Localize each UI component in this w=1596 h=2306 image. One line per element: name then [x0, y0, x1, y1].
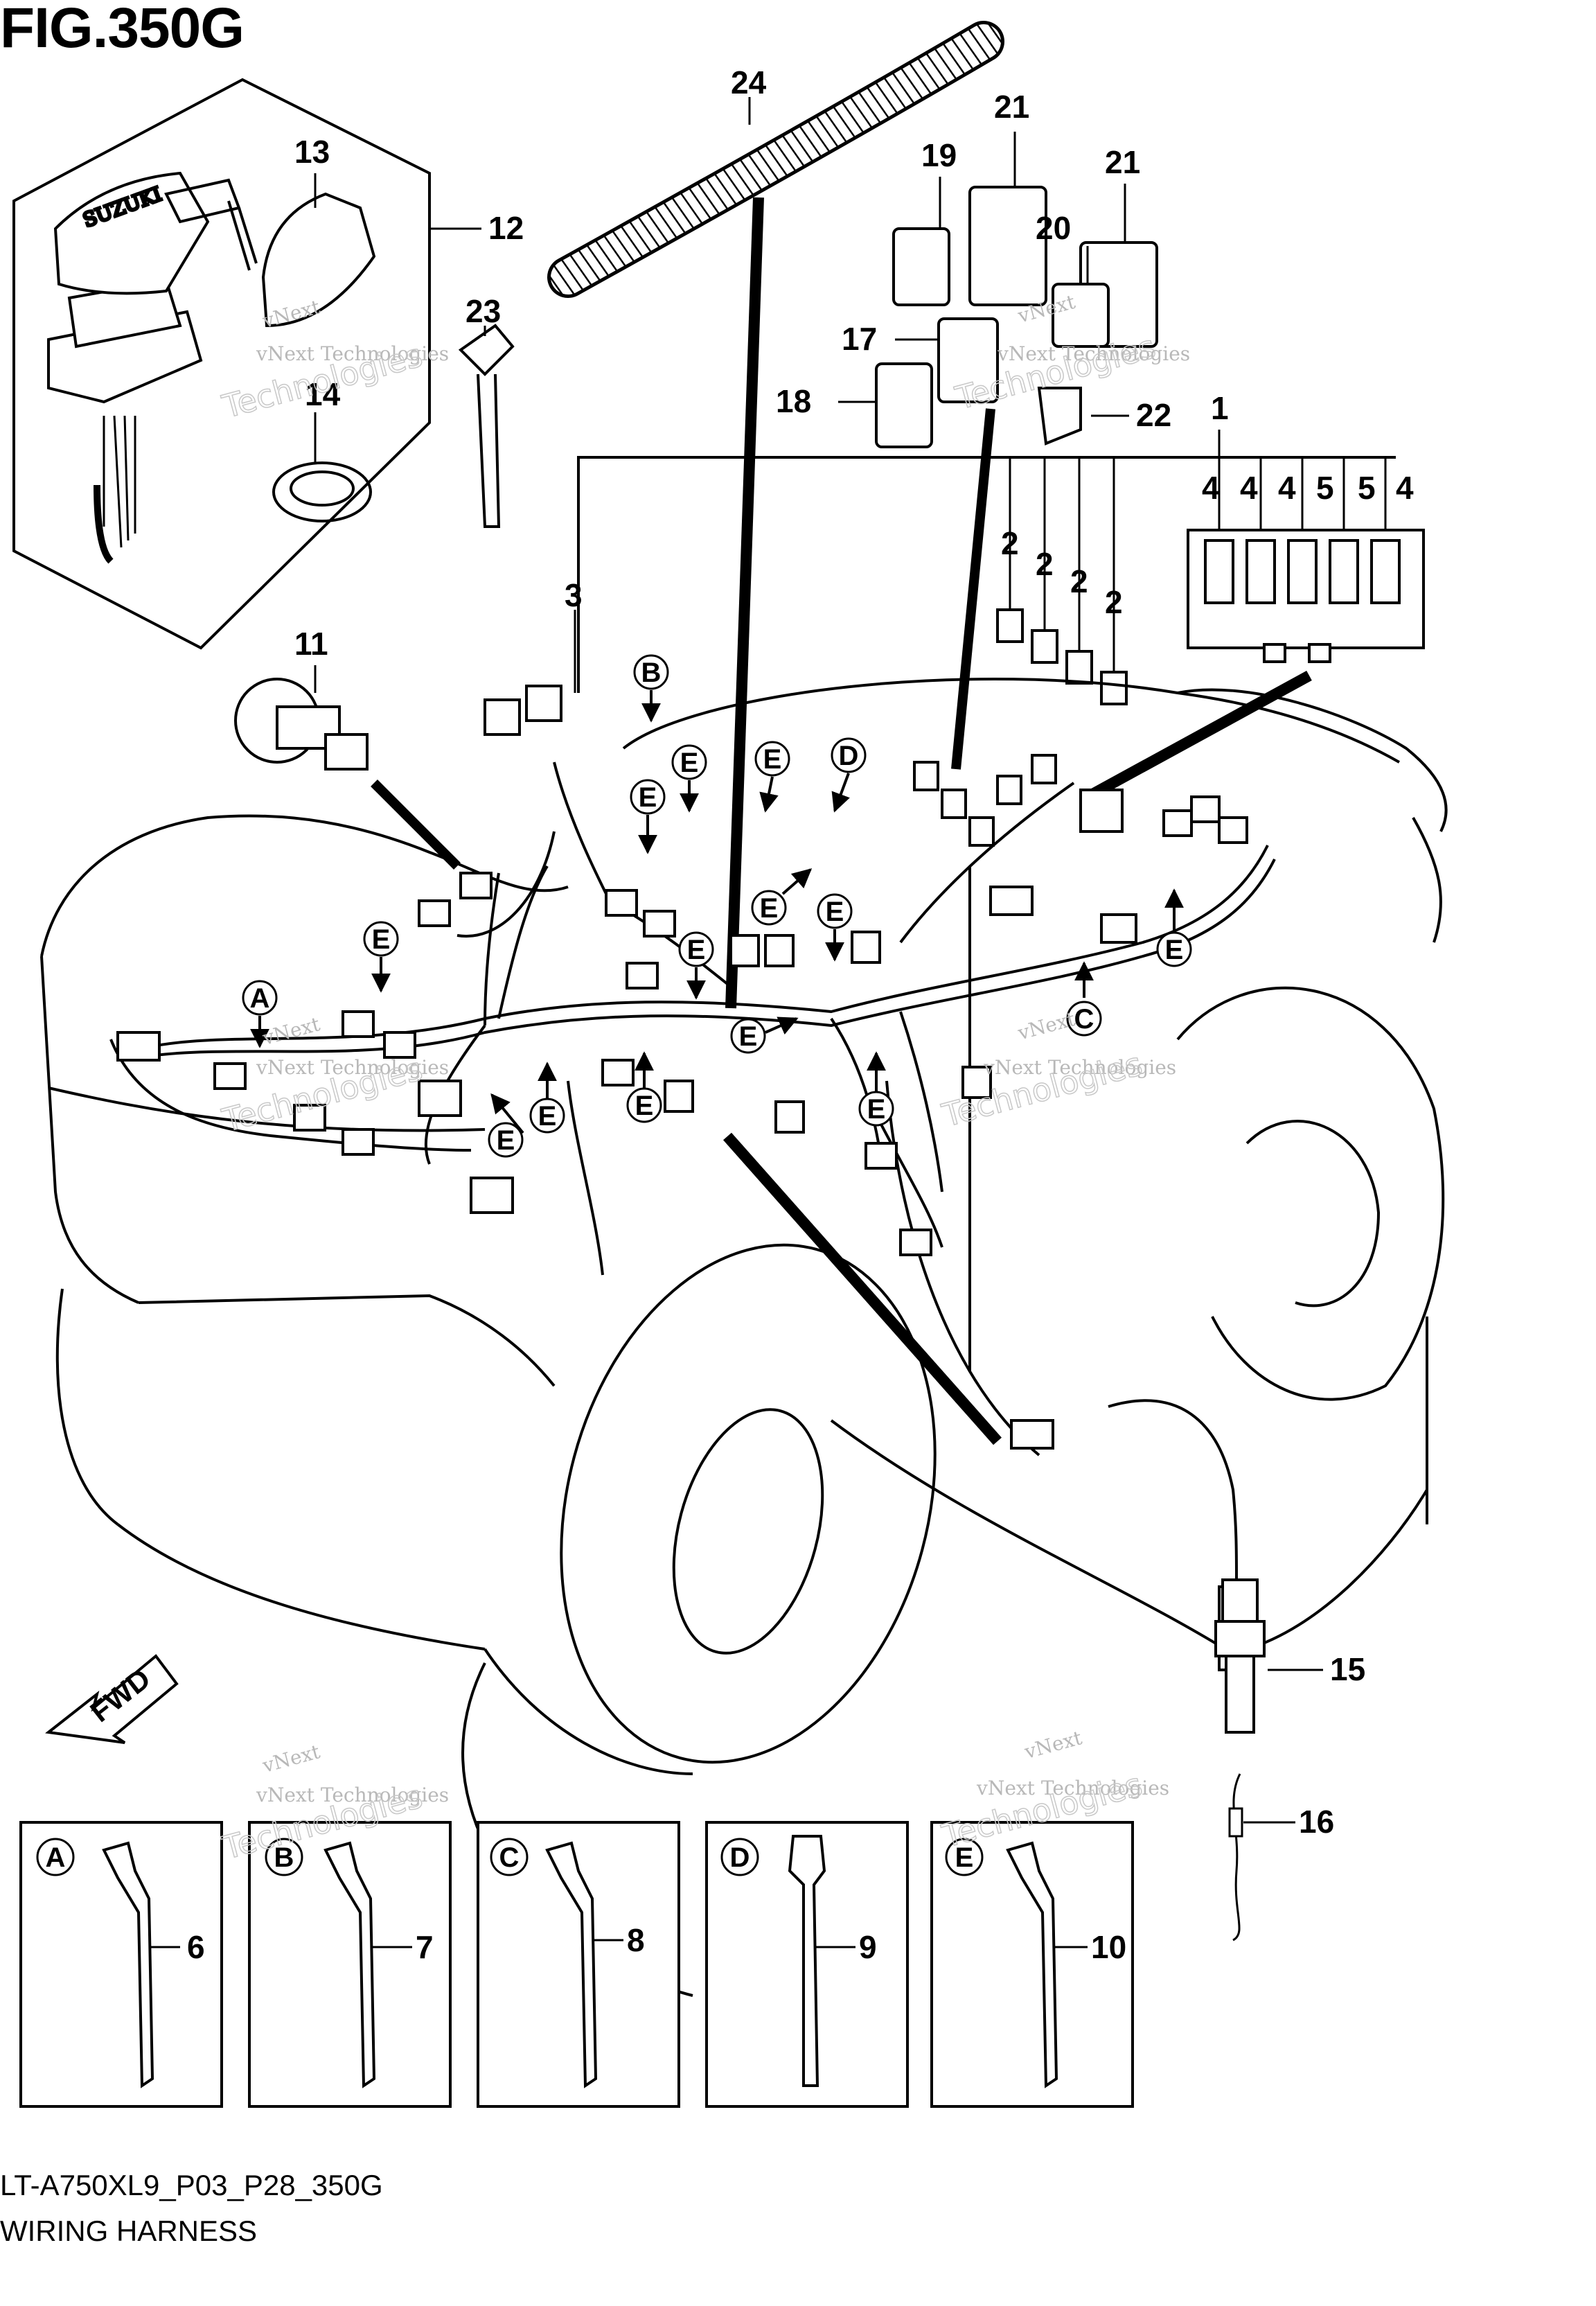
reference-arrows — [250, 690, 1184, 1134]
callout-labels: 24 21 21 19 20 17 18 22 1 4 4 4 5 5 4 2 … — [294, 64, 1414, 1840]
oxygen-sensor — [1214, 1578, 1266, 1734]
callout-21-b: 21 — [1105, 144, 1140, 180]
callout-14: 14 — [305, 376, 341, 412]
svg-text:E: E — [760, 893, 779, 924]
wire-clip — [1232, 1773, 1241, 1942]
svg-text:E: E — [763, 744, 782, 775]
callout-4-a: 4 — [1202, 470, 1220, 506]
callout-1: 1 — [1211, 390, 1229, 426]
svg-text:D: D — [839, 741, 859, 771]
svg-text:B: B — [274, 1842, 294, 1873]
svg-text:vNext: vNext — [1022, 1726, 1085, 1763]
fwd-arrow: FWD — [45, 1654, 179, 1744]
callout-11: 11 — [294, 626, 328, 662]
callout-2-c: 2 — [1070, 563, 1088, 599]
svg-text:A: A — [250, 983, 270, 1014]
svg-text:vNext Technologies: vNext Technologies — [256, 1056, 449, 1079]
inset-E: E 10 — [930, 1821, 1134, 2108]
callout-20: 20 — [1036, 210, 1071, 246]
svg-text:A: A — [46, 1842, 66, 1873]
callout-4-b: 4 — [1240, 470, 1258, 506]
leader-thick — [725, 197, 764, 1009]
callout-5-b: 5 — [1358, 470, 1376, 506]
svg-text:E: E — [372, 924, 391, 955]
inset-C: C 8 — [477, 1821, 680, 2108]
svg-text:E: E — [635, 1091, 654, 1121]
harness-connectors — [116, 685, 1255, 1671]
callout-22: 22 — [1136, 397, 1171, 433]
svg-text:E: E — [867, 1094, 886, 1125]
ignition-switch-kit: SUZUKI — [12, 78, 515, 650]
svg-text:E: E — [955, 1842, 974, 1873]
relay-group — [875, 186, 1158, 448]
svg-text:E: E — [538, 1101, 557, 1132]
inset-D: D 9 — [705, 1821, 909, 2108]
svg-text:vNext Technologies: vNext Technologies — [983, 1056, 1176, 1079]
callout-2-a: 2 — [1001, 525, 1019, 561]
callout-3: 3 — [565, 577, 583, 613]
callout-2-d: 2 — [1105, 584, 1123, 620]
fuse-block — [1187, 529, 1425, 663]
inset-boxes: A 6 B 7 C 8 D 9 — [19, 1821, 1134, 2108]
svg-text:vNext: vNext — [260, 1012, 323, 1050]
svg-text:D: D — [730, 1842, 750, 1873]
svg-text:9: 9 — [859, 1929, 877, 1965]
atv-outline — [40, 677, 1448, 1997]
svg-text:E: E — [687, 935, 706, 965]
svg-text:6: 6 — [187, 1929, 205, 1965]
callout-21-a: 21 — [994, 89, 1029, 125]
svg-text:vNext: vNext — [260, 1740, 323, 1777]
callout-18: 18 — [776, 383, 811, 419]
svg-text:C: C — [1074, 1004, 1094, 1035]
svg-text:8: 8 — [627, 1922, 645, 1958]
small-fuses — [996, 608, 1128, 705]
leader-sensor — [723, 1132, 1002, 1445]
callout-12: 12 — [488, 210, 524, 246]
svg-text:E: E — [739, 1021, 758, 1052]
wire-harness — [109, 762, 1276, 1636]
svg-text:vNext Technologies: vNext Technologies — [256, 1784, 449, 1806]
svg-text:10: 10 — [1091, 1929, 1126, 1965]
svg-text:E: E — [639, 782, 657, 813]
inset-B: B 7 — [248, 1821, 452, 2108]
svg-text:E: E — [1165, 935, 1184, 965]
callout-24: 24 — [731, 64, 767, 100]
callout-19: 19 — [921, 137, 957, 173]
diagram-code: LT-A750XL9_P03_P28_350G — [0, 2169, 383, 2201]
inset-A: A 6 — [19, 1821, 223, 2108]
callout-leaders — [314, 97, 1323, 1824]
svg-text:E: E — [680, 748, 699, 778]
callout-13: 13 — [294, 134, 330, 170]
callout-16: 16 — [1299, 1804, 1334, 1840]
callout-4-d: 4 — [1396, 470, 1414, 506]
figure-title: FIG.350G — [0, 0, 245, 60]
callout-2-b: 2 — [1036, 546, 1054, 582]
callout-17: 17 — [842, 321, 877, 357]
accessory-socket — [234, 678, 369, 771]
svg-text:E: E — [497, 1125, 515, 1156]
svg-text:E: E — [826, 897, 844, 927]
reference-letters — [242, 654, 1192, 1158]
callout-23: 23 — [466, 293, 501, 329]
svg-text:C: C — [499, 1842, 520, 1873]
leader-relay — [951, 408, 995, 770]
svg-text:vNext Technologies: vNext Technologies — [997, 342, 1190, 365]
svg-text:7: 7 — [416, 1929, 434, 1965]
reference-letter-text: A B C D E E E E E E E E E E E E E — [250, 658, 1184, 1156]
svg-text:vNext: vNext — [1015, 1007, 1078, 1045]
svg-text:vNext Technologies: vNext Technologies — [976, 1777, 1169, 1799]
svg-text:B: B — [641, 658, 662, 688]
callout-5-a: 5 — [1316, 470, 1334, 506]
svg-text:vNext Technologies: vNext Technologies — [256, 342, 449, 365]
callout-15: 15 — [1330, 1651, 1365, 1687]
diagram-subtitle: WIRING HARNESS — [0, 2215, 258, 2247]
callout-4-c: 4 — [1278, 470, 1296, 506]
